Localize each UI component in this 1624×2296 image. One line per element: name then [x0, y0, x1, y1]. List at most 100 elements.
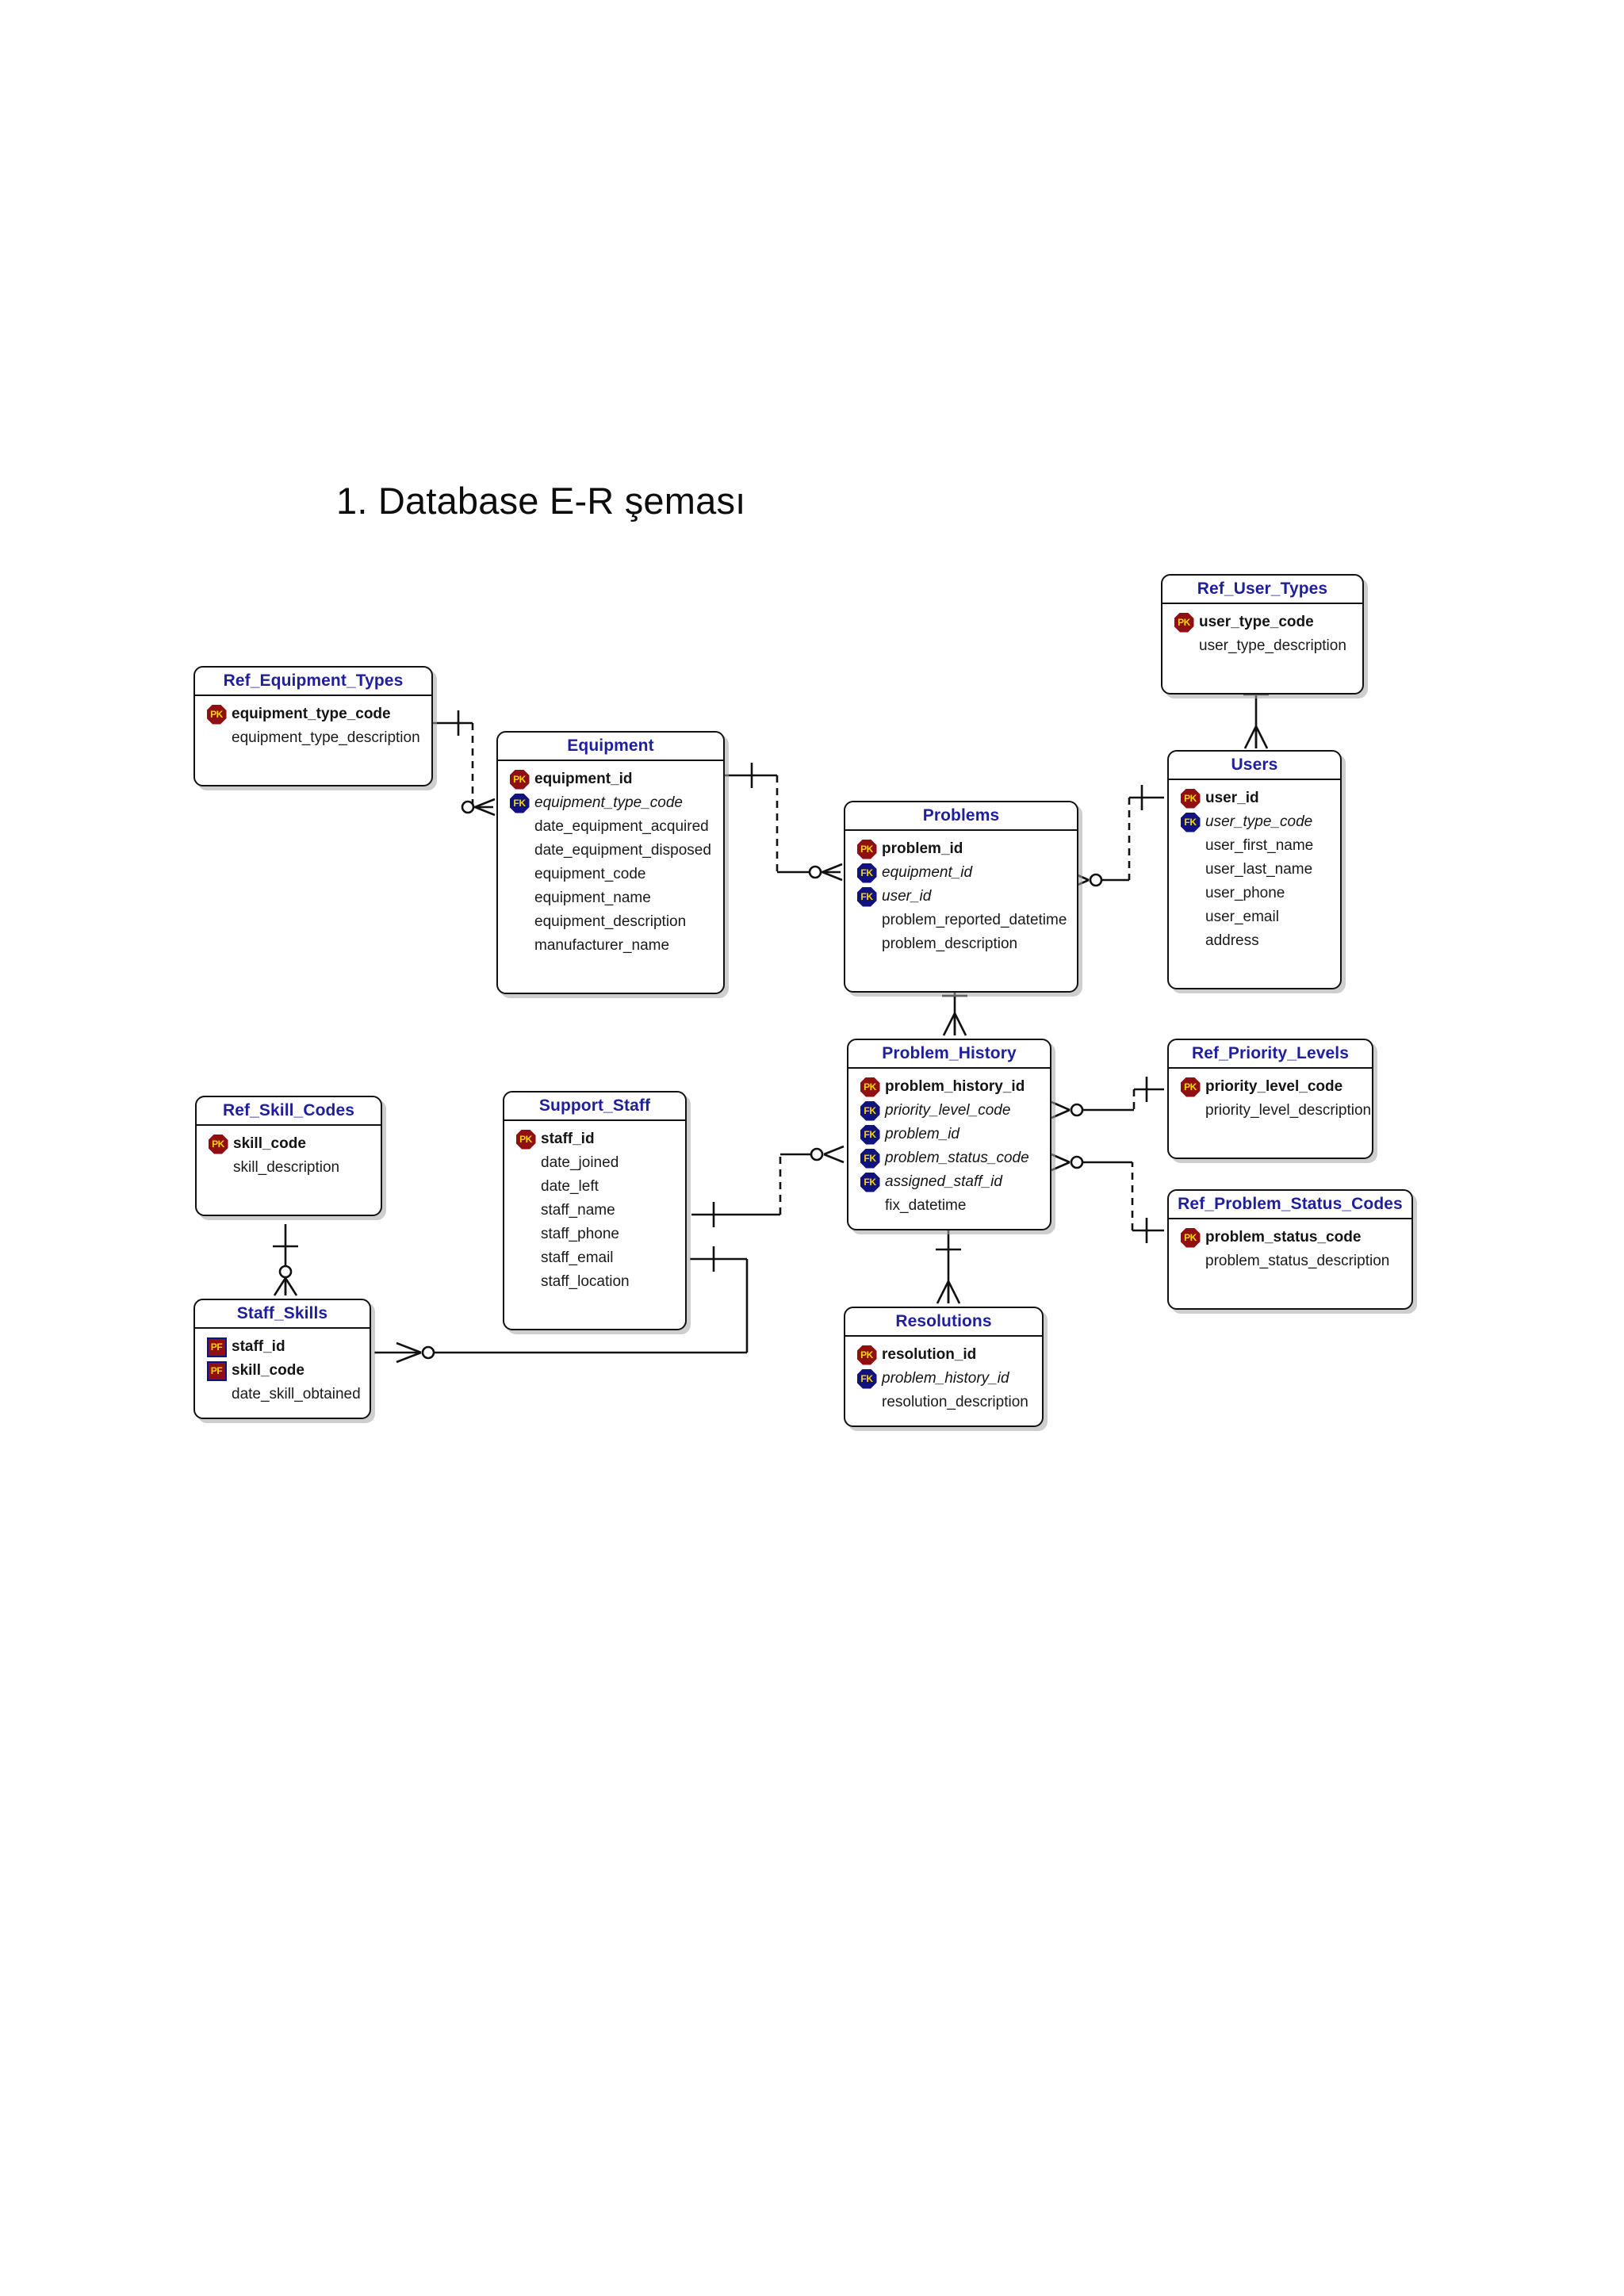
badge-slot-empty	[1177, 1275, 1204, 1295]
badge-slot-empty	[512, 1272, 539, 1292]
attribute-row: user_email	[1177, 905, 1332, 929]
entity-ref-equipment-types[interactable]: Ref_Equipment_Types PK equipment_type_co…	[193, 666, 433, 786]
badge-slot-empty	[506, 936, 533, 956]
fk-badge-slot: FK	[856, 1148, 883, 1169]
rel-users-problems	[1070, 785, 1164, 890]
entity-title: Ref_User_Types	[1162, 576, 1362, 604]
pk-badge-icon: PK	[1180, 788, 1201, 809]
attribute-name: priority_level_code	[1205, 1078, 1343, 1095]
badge-slot-empty	[1177, 883, 1204, 904]
badge-slot-empty	[853, 934, 880, 955]
entity-equipment[interactable]: Equipment PK equipment_id FK equipment_t…	[496, 731, 725, 994]
attribute-row: FK problem_status_code	[856, 1146, 1042, 1170]
attribute-row: FK problem_history_id	[853, 1367, 1034, 1391]
entity-title: Staff_Skills	[195, 1300, 370, 1329]
badge-slot-empty	[205, 1181, 232, 1202]
entity-staff-skills[interactable]: Staff_Skills PF staff_id PF skill_code d…	[193, 1299, 371, 1419]
badge-slot-empty	[1177, 907, 1204, 928]
badge-slot-empty	[512, 1177, 539, 1197]
entity-ref-user-types[interactable]: Ref_User_Types PK user_type_code user_ty…	[1161, 574, 1364, 695]
attribute-name: equipment_code	[534, 866, 646, 882]
pk-badge-slot: PK	[1177, 788, 1204, 809]
pf-badge-slot: PF	[203, 1337, 230, 1357]
attribute-row: PK equipment_id	[506, 767, 715, 791]
entity-attribute-list: PK user_type_code user_type_description	[1162, 604, 1362, 693]
attribute-row: equipment_type_description	[203, 726, 423, 750]
pf-badge-slot: PF	[203, 1360, 230, 1381]
attribute-row-spacer	[1177, 953, 1332, 977]
entity-attribute-list: PK user_id FK user_type_code user_first_…	[1169, 780, 1340, 988]
attribute-name: problem_history_id	[882, 1370, 1009, 1387]
attribute-row: staff_phone	[512, 1223, 677, 1246]
attribute-name: skill_code	[232, 1362, 304, 1379]
attribute-name: user_email	[1205, 909, 1279, 925]
attribute-row: equipment_description	[506, 910, 715, 934]
rel-ref-priority-levels-problem-history	[1051, 1077, 1164, 1119]
attribute-row: resolution_description	[853, 1391, 1034, 1414]
badge-slot-empty	[512, 1295, 539, 1316]
attribute-name: user_first_name	[1205, 837, 1314, 854]
rel-equipment-problems	[725, 763, 843, 882]
attribute-name: skill_description	[233, 1159, 340, 1176]
attribute-row-spacer	[1170, 658, 1354, 682]
badge-slot-empty	[506, 912, 533, 932]
pk-badge-icon: PK	[208, 1134, 228, 1154]
attribute-row-spacer	[853, 956, 1069, 980]
fk-badge-slot: FK	[853, 863, 880, 883]
attribute-row: PK equipment_type_code	[203, 702, 423, 726]
pk-badge-icon: PK	[856, 1345, 877, 1365]
attribute-name: fix_datetime	[885, 1197, 967, 1214]
badge-slot-empty	[512, 1153, 539, 1173]
attribute-row: problem_description	[853, 932, 1069, 956]
attribute-row: FK priority_level_code	[856, 1099, 1042, 1123]
entity-title: Ref_Priority_Levels	[1169, 1040, 1372, 1069]
attribute-row: PK problem_id	[853, 837, 1069, 861]
entity-ref-priority-levels[interactable]: Ref_Priority_Levels PK priority_level_co…	[1167, 1039, 1373, 1159]
attribute-name: skill_code	[233, 1135, 306, 1152]
entity-attribute-list: PK problem_status_code problem_status_de…	[1169, 1219, 1411, 1308]
entity-title: Problems	[845, 802, 1077, 831]
attribute-name: date_skill_obtained	[232, 1386, 361, 1402]
rel-support-staff-problem-history	[691, 1145, 845, 1227]
attribute-name: resolution_description	[882, 1394, 1028, 1410]
attribute-row: FK equipment_type_code	[506, 791, 715, 815]
entity-attribute-list: PK resolution_id FK problem_history_id r…	[845, 1337, 1042, 1425]
entity-users[interactable]: Users PK user_id FK user_type_code user_…	[1167, 750, 1342, 989]
attribute-name: problem_status_code	[1205, 1229, 1362, 1246]
badge-slot-empty	[506, 817, 533, 837]
pk-badge-icon: PK	[856, 839, 877, 859]
attribute-name: staff_id	[541, 1131, 595, 1147]
badge-slot-empty	[1170, 636, 1197, 656]
attribute-name: equipment_type_description	[232, 729, 420, 746]
badge-slot-empty	[512, 1248, 539, 1269]
entity-title: Resolutions	[845, 1308, 1042, 1337]
attribute-row: PK user_type_code	[1170, 610, 1354, 634]
fk-badge-icon: FK	[1180, 812, 1201, 832]
entity-problem-history[interactable]: Problem_History PK problem_history_id FK…	[847, 1039, 1051, 1230]
badge-slot-empty	[1177, 836, 1204, 856]
badge-slot-empty	[203, 1384, 230, 1405]
entity-problems[interactable]: Problems PK problem_id FK equipment_id F…	[844, 801, 1078, 993]
attribute-row: priority_level_description	[1177, 1099, 1371, 1123]
entity-title: Ref_Problem_Status_Codes	[1169, 1191, 1411, 1219]
attribute-name: priority_level_description	[1205, 1102, 1372, 1119]
entity-title: Ref_Skill_Codes	[197, 1097, 381, 1126]
attribute-row: problem_reported_datetime	[853, 909, 1069, 932]
pk-badge-icon: PK	[206, 704, 227, 725]
pk-badge-slot: PK	[1177, 1077, 1204, 1097]
attribute-name: resolution_id	[882, 1346, 977, 1363]
entity-support-staff[interactable]: Support_Staff PK staff_id date_joined da…	[503, 1091, 687, 1330]
badge-slot-empty	[1177, 1124, 1204, 1145]
badge-slot-empty	[203, 752, 230, 772]
attribute-name: user_last_name	[1205, 861, 1313, 878]
attribute-row: user_first_name	[1177, 834, 1332, 858]
badge-slot-empty	[506, 959, 533, 980]
fk-badge-icon: FK	[856, 886, 877, 907]
badge-slot-empty	[1177, 1251, 1204, 1272]
entity-resolutions[interactable]: Resolutions PK resolution_id FK problem_…	[844, 1307, 1044, 1427]
entity-ref-skill-codes[interactable]: Ref_Skill_Codes PK skill_code skill_desc…	[195, 1096, 382, 1216]
badge-slot-empty	[856, 1196, 883, 1216]
attribute-name: problem_status_description	[1205, 1253, 1390, 1269]
entity-ref-problem-status-codes[interactable]: Ref_Problem_Status_Codes PK problem_stat…	[1167, 1189, 1413, 1310]
